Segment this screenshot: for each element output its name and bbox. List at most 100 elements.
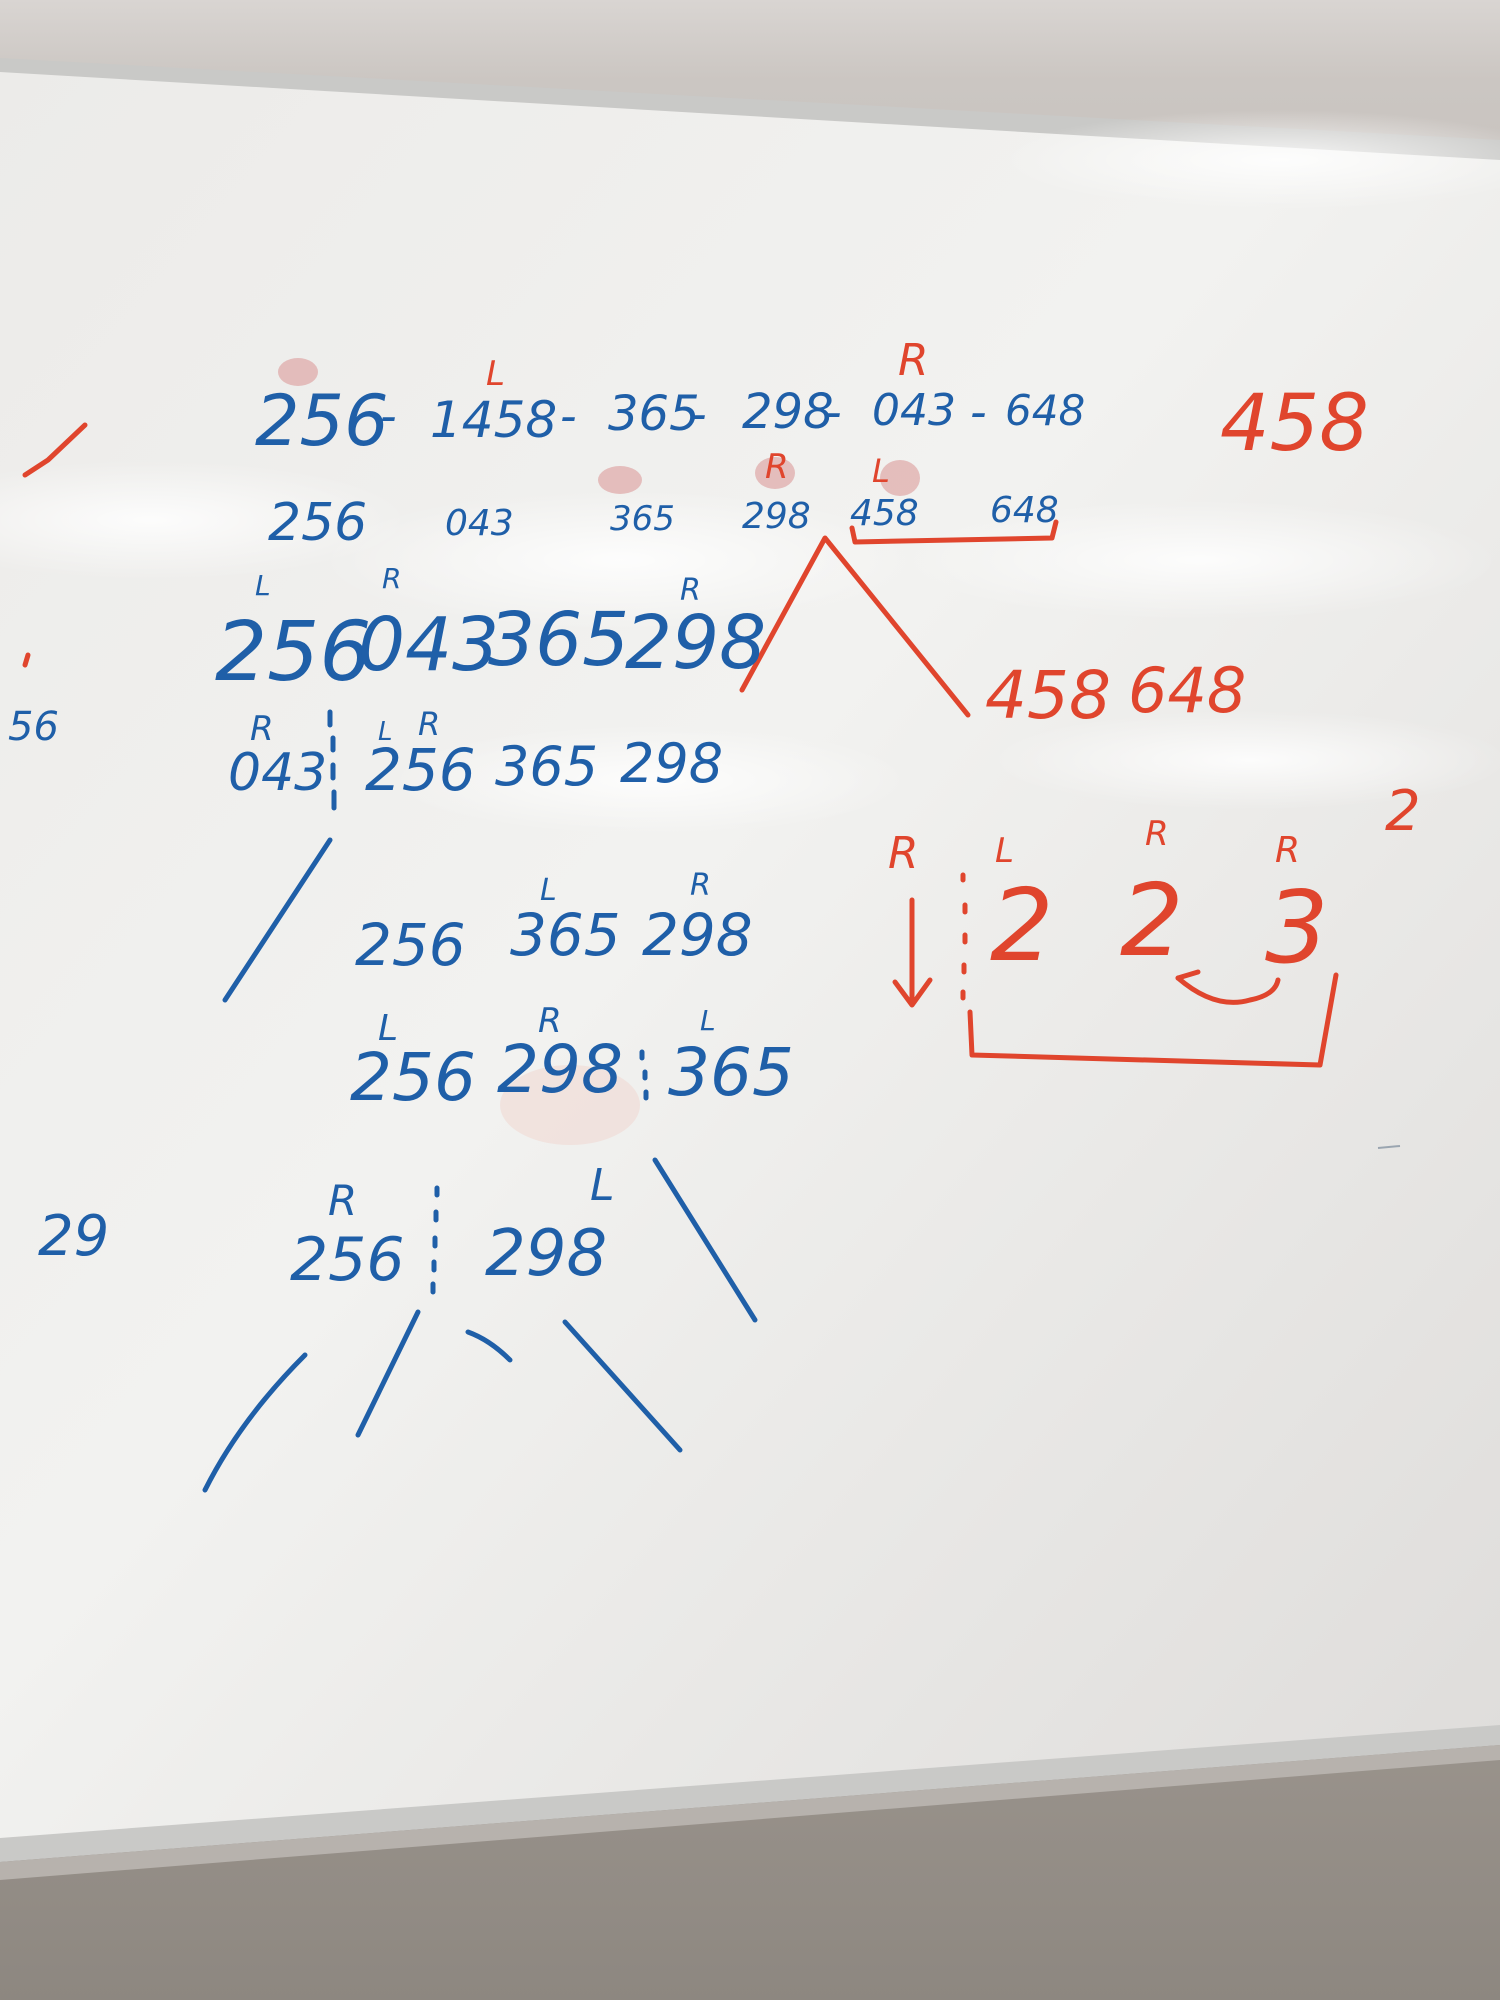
row-5: 256 365 298 L R (355, 868, 753, 979)
bracket (849, 519, 1059, 545)
eraser-smudge (278, 358, 318, 386)
stray-mark (1377, 1145, 1401, 1149)
row2-item: 648 (990, 490, 1059, 531)
red-number: 458 (1220, 379, 1369, 469)
glare (990, 710, 1500, 810)
board-tray (0, 1745, 1500, 1880)
row4-item: 043 (228, 743, 327, 803)
left-number: 29 (38, 1204, 109, 1269)
down-arrow-icon (892, 897, 933, 1008)
top-seq-item: 298 (742, 384, 834, 440)
digit: 2 (1120, 862, 1184, 979)
row2-item: 458 (850, 493, 919, 534)
divider-dots (639, 1049, 649, 1101)
glare (900, 500, 1500, 620)
row-4: 043 256 365 298 R L R (228, 705, 723, 811)
row6-item: 365 (668, 1034, 794, 1111)
branch-line (652, 1157, 758, 1323)
row3-item: 365 (488, 597, 629, 683)
corner-mark: 2 (1385, 779, 1421, 844)
marker-label: L (590, 1160, 615, 1211)
check-mark (22, 422, 88, 478)
red-number: 648 (1128, 654, 1246, 727)
marker-label: R (382, 562, 401, 595)
marker-label: R (680, 573, 701, 608)
divider-dots (327, 709, 337, 811)
glare (0, 460, 410, 580)
split-result: 458 648 (985, 654, 1246, 734)
row2-item: 256 (268, 493, 367, 553)
top-sequence: 256 - 1458 - 365 - 298 - 043 - 648 L R (255, 335, 1085, 462)
top-seq-dash: - (380, 389, 397, 443)
top-seq-item: 648 (1005, 386, 1085, 435)
marker-label: R (538, 1001, 562, 1041)
red-number: 458 (985, 657, 1111, 734)
marker-label: L (486, 354, 505, 394)
row-6: 256 298 365 L R L (350, 1001, 794, 1116)
digit: 3 (1265, 869, 1329, 986)
glare (320, 490, 920, 630)
split-branches (739, 535, 971, 718)
row6-item: 298 (497, 1031, 623, 1108)
row5-item: 365 (510, 901, 621, 969)
top-seq-dash: - (560, 389, 577, 443)
marker-label: L (540, 873, 557, 908)
marker-label: R (690, 868, 711, 903)
row4-item: 256 (365, 736, 476, 804)
row5-item: 256 (355, 911, 466, 979)
bracket (967, 972, 1339, 1068)
divider-dots (430, 1185, 440, 1295)
marker-label: R (328, 1176, 357, 1225)
left-fragment: 56 (8, 704, 59, 750)
row3-item: 298 (625, 600, 766, 686)
divider-dots (960, 872, 968, 1001)
glare (1000, 110, 1500, 210)
row3-item: 043 (358, 602, 499, 688)
red-tick (22, 652, 31, 668)
row7-item: 256 (290, 1225, 405, 1295)
marker-label: R (418, 705, 440, 743)
row2-item: 298 (742, 496, 811, 537)
marker-label: R (888, 828, 919, 879)
marker-label: L (995, 831, 1014, 871)
red-diagram: R L R R 2 2 2 3 (888, 779, 1421, 1068)
top-seq-item: 043 (872, 385, 956, 436)
eraser-smudge (500, 1065, 640, 1145)
eraser-smudge (598, 466, 642, 494)
top-seq-dash: - (970, 385, 987, 439)
branch-line (465, 1329, 513, 1363)
top-seq-item: 1458 (430, 391, 557, 449)
branch-line (202, 1352, 308, 1493)
row-7: 256 298 R L (290, 1160, 615, 1295)
row2-item: 043 (445, 503, 514, 544)
row2-item: 365 (610, 499, 675, 539)
marker-label: L (255, 569, 271, 602)
branch-line (562, 1319, 683, 1453)
marker-label: R (765, 447, 789, 487)
branch-line (355, 1309, 421, 1438)
row5-item: 298 (642, 901, 753, 969)
eraser-smudge (755, 457, 795, 489)
row-2: 256 043 365 298 458 648 R L (268, 447, 1059, 553)
row4-item: 365 (495, 735, 598, 798)
marker-label: R (898, 335, 929, 386)
row-3: 256 043 365 298 L R R (215, 562, 766, 700)
top-seq-item: 365 (608, 386, 700, 442)
marker-label: R (1145, 814, 1169, 854)
branch-line (222, 837, 333, 1003)
top-seq-dash: - (690, 387, 707, 441)
digit: 2 (990, 867, 1054, 984)
top-seq-dash: - (825, 385, 842, 439)
row4-item: 298 (620, 732, 723, 795)
row3-item: 256 (215, 605, 372, 700)
glare (390, 725, 910, 835)
marker-label: L (378, 1008, 398, 1049)
marker-label: L (378, 717, 393, 747)
row6-item: 256 (350, 1039, 476, 1116)
swap-arrow-icon (1175, 975, 1281, 1005)
swap-arrow-head (1175, 969, 1201, 981)
eraser-smudge (880, 460, 920, 496)
marker-label: L (700, 1004, 716, 1037)
marker-label: R (250, 709, 274, 749)
